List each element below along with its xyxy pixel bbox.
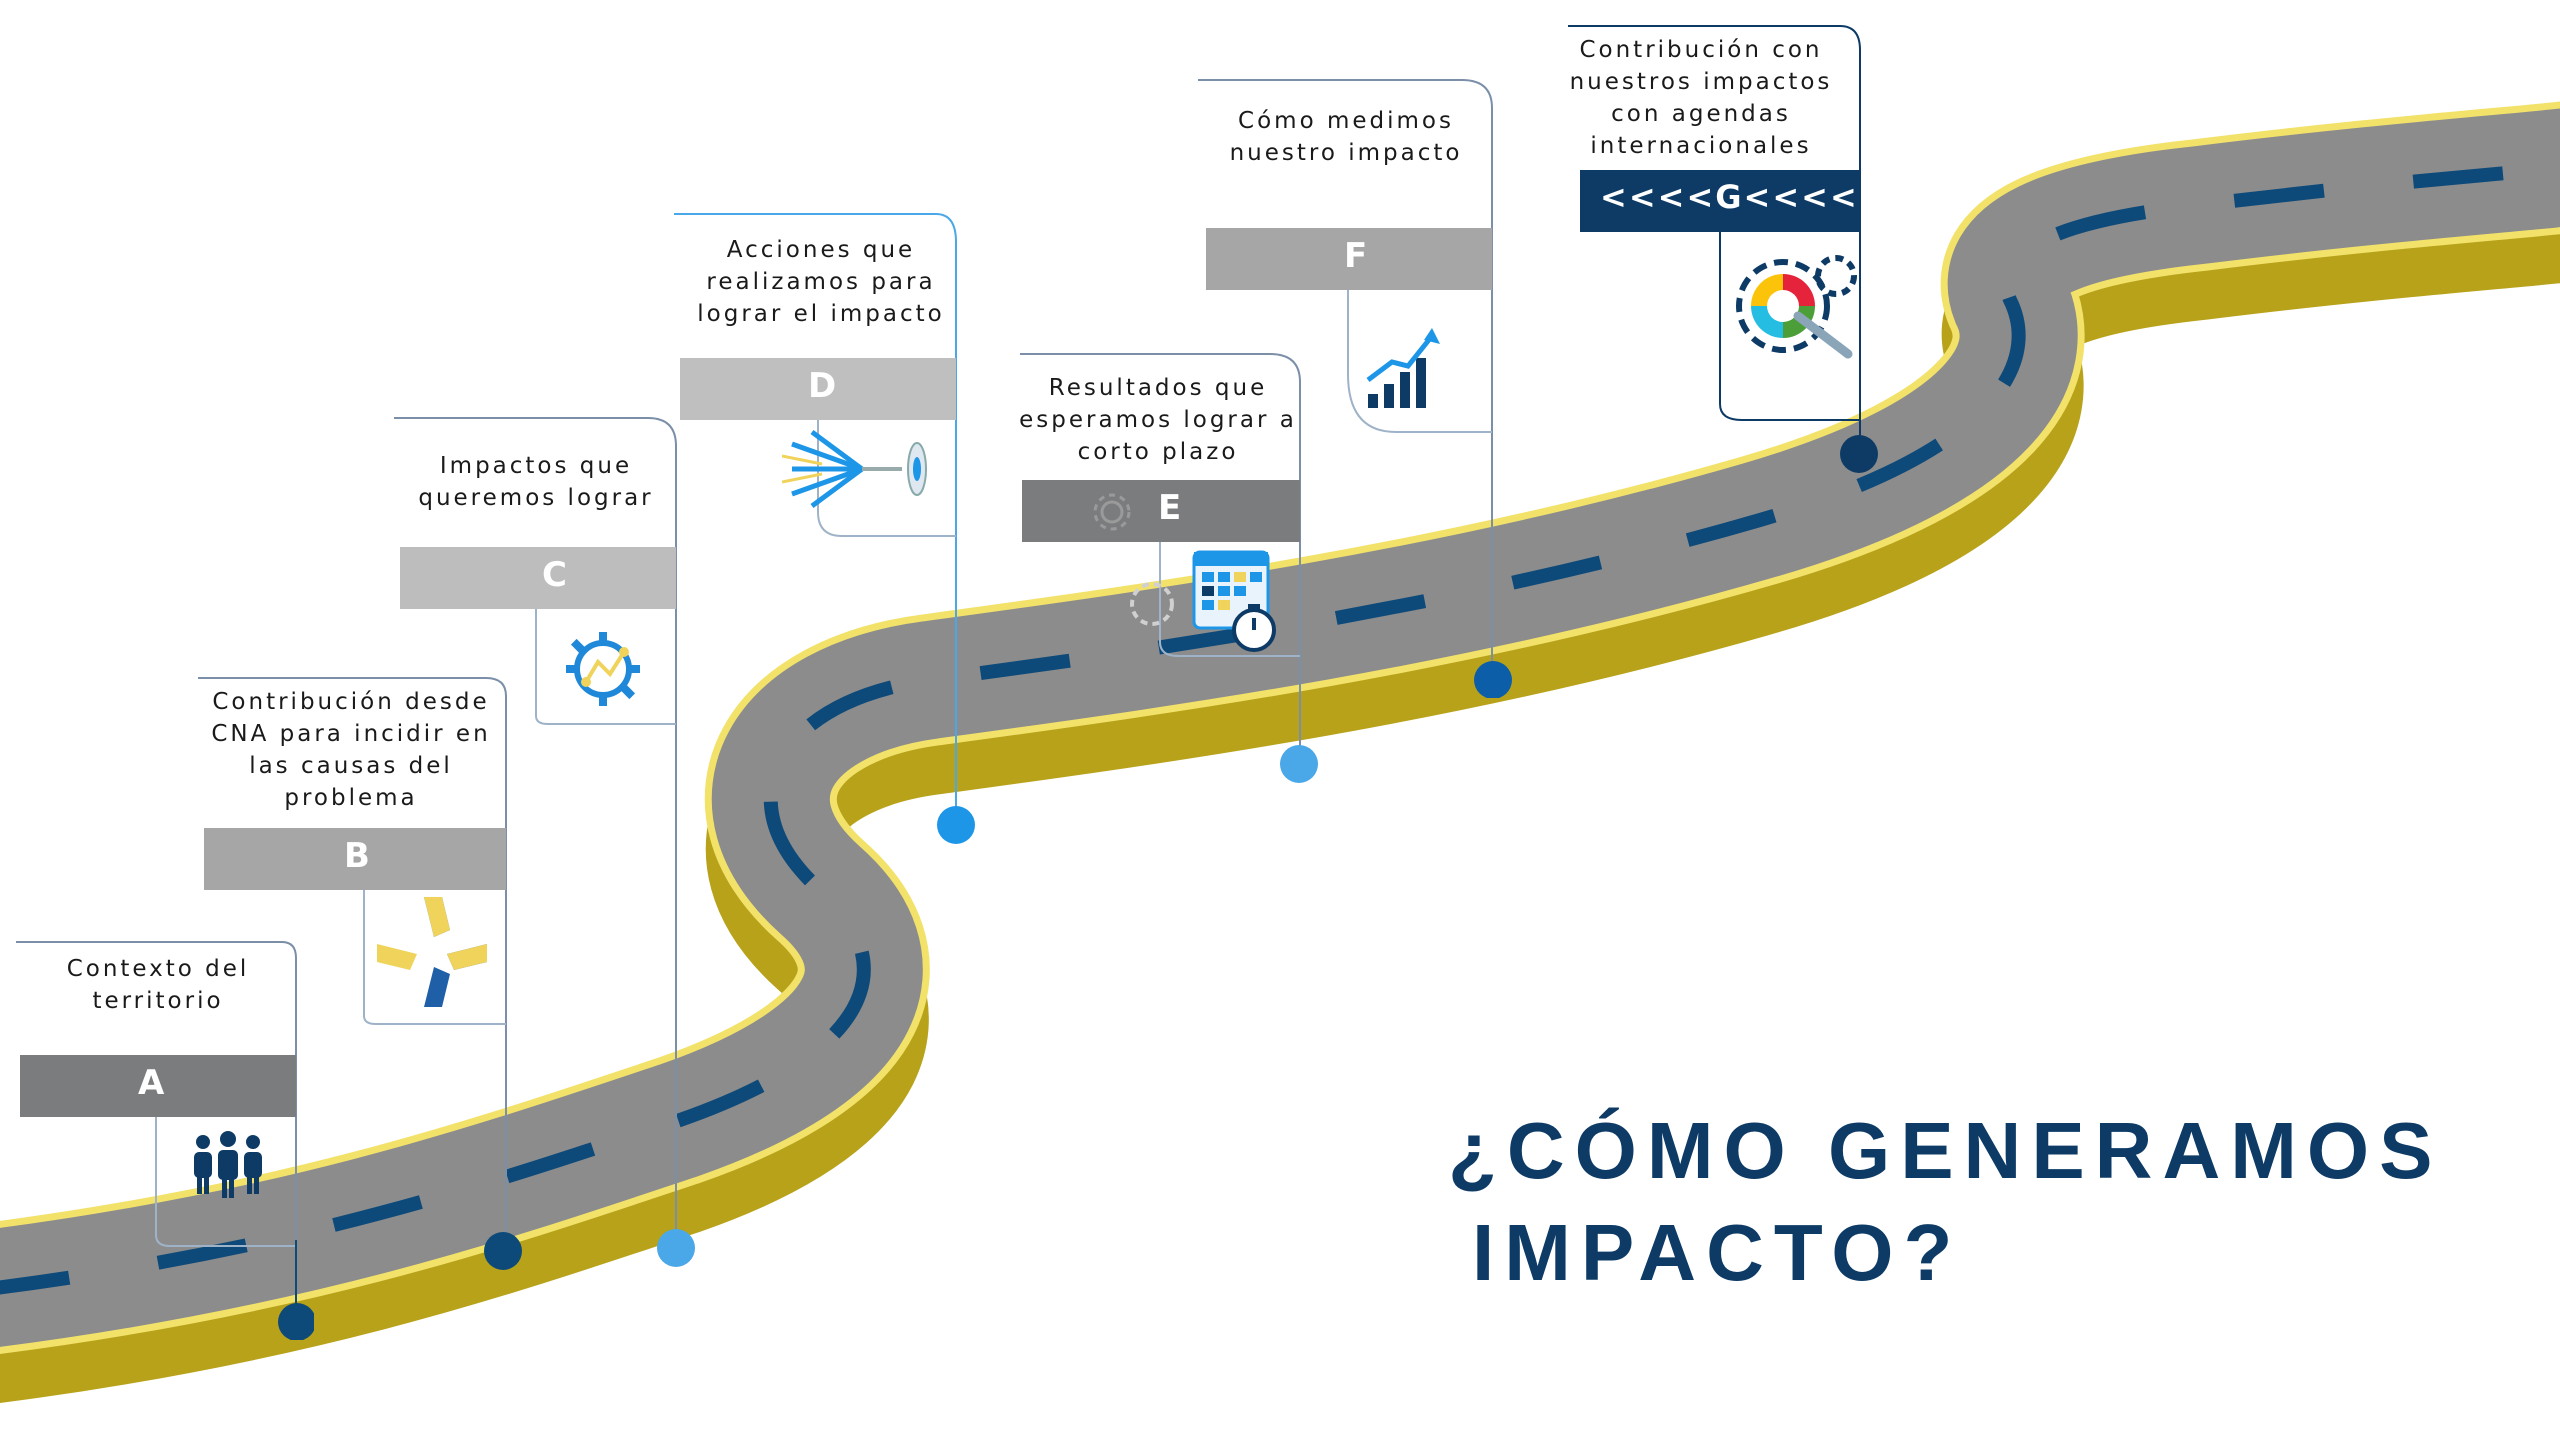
callout-frame: [1020, 353, 1318, 783]
step-d: Acciones que realizamos para lograr el i…: [672, 212, 992, 852]
gear-outline-icon: [1093, 493, 1131, 531]
step-f-description: Cómo medimos nuestro impacto: [1229, 108, 1463, 166]
hands-together-icon: [377, 897, 487, 1007]
step-a-bar: A: [20, 1055, 296, 1117]
step-b-letter: B: [344, 836, 370, 876]
step-d-description: Acciones que realizamos para lograr el i…: [697, 237, 945, 327]
calendar-stopwatch-icon: [1130, 550, 1276, 652]
road-marker-d: [937, 806, 975, 844]
step-c: Impactos que queremos lograr C: [392, 416, 712, 1276]
step-b: Contribución desde CNA para incidir en l…: [196, 676, 536, 1276]
step-g-description: Contribución con nuestros impactos con a…: [1569, 37, 1833, 159]
road-marker-b: [484, 1232, 522, 1270]
road-marker-c: [657, 1229, 695, 1267]
callout-frame: [674, 213, 975, 844]
people-group-icon: [194, 1131, 262, 1198]
step-g-letter: <<<<G<<<<: [1600, 178, 1859, 216]
callout-frame: [1568, 25, 1878, 473]
title-line-1: ¿CÓMO GENERAMOS: [1448, 1106, 2443, 1195]
page-title: ¿CÓMO GENERAMOS IMPACTO?: [1448, 1100, 2448, 1304]
gear-target-icon: [566, 632, 640, 706]
road-marker-g: [1840, 435, 1878, 473]
road-marker-e: [1280, 745, 1318, 783]
step-c-description: Impactos que queremos lograr: [418, 453, 654, 511]
step-f-bar: F: [1206, 228, 1492, 290]
arrows-target-icon: [782, 429, 927, 509]
step-e-bar: E: [1022, 480, 1300, 542]
step-c-bar: C: [400, 547, 676, 609]
step-f-letter: F: [1344, 236, 1368, 276]
callout-frame: [1198, 79, 1512, 698]
step-e-letter: E: [1158, 488, 1182, 528]
callout-frame: [394, 417, 695, 1267]
callout-frame: [198, 677, 522, 1270]
step-b-bar: B: [204, 828, 506, 890]
step-a-description: Contexto del territorio: [66, 956, 250, 1014]
step-a: Contexto del territorio A: [14, 940, 314, 1340]
step-e-description: Resultados que esperamos lograr a corto …: [1019, 375, 1297, 465]
step-d-letter: D: [808, 366, 837, 406]
step-a-letter: A: [138, 1063, 165, 1103]
step-b-description: Contribución desde CNA para incidir en l…: [211, 689, 491, 811]
growth-chart-icon: [1366, 328, 1440, 408]
step-d-bar: D: [680, 358, 956, 420]
road-marker-a: [278, 1303, 314, 1340]
step-g: Contribución con nuestros impactos con a…: [1566, 24, 1886, 494]
step-c-letter: C: [542, 555, 567, 595]
road-marker-f: [1474, 661, 1512, 698]
sdg-gear-icon: [1736, 255, 1857, 359]
step-g-bar: <<<<G<<<<: [1580, 170, 1860, 232]
step-e: Resultados que esperamos lograr a corto …: [1018, 352, 1338, 792]
step-f: Cómo medimos nuestro impacto F: [1196, 78, 1516, 698]
callout-frame: [16, 941, 314, 1340]
title-line-2: IMPACTO?: [1472, 1208, 1963, 1297]
